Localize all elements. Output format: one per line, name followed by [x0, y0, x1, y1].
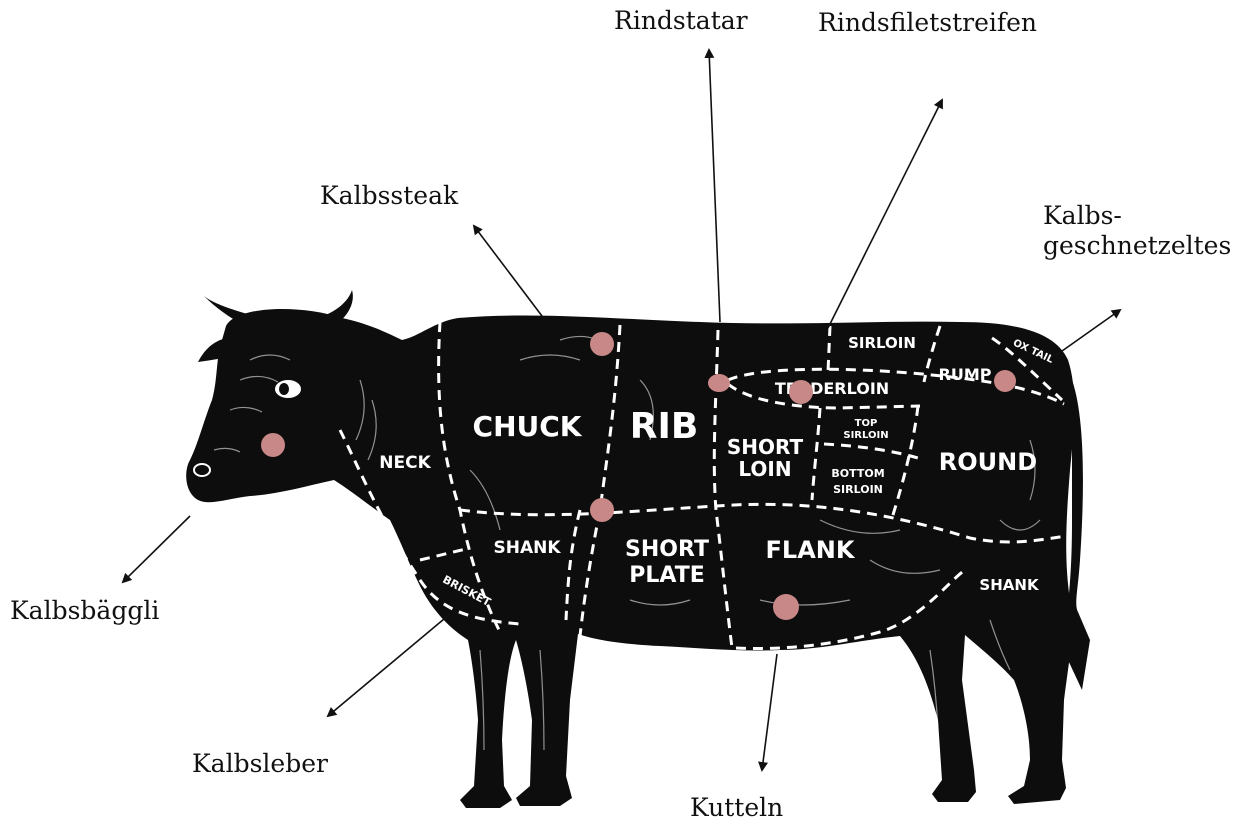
arrow-kalbsleber [328, 614, 450, 716]
label-kutteln: Kutteln [690, 793, 783, 823]
arrow-kalbssteak [474, 226, 545, 320]
cut-shank-rear: SHANK [979, 576, 1040, 594]
arrow-kutteln [762, 654, 777, 770]
cut-bottom-sirloin-line1: BOTTOM [831, 467, 884, 480]
arrow-kalbsgeschnetzeltes [1055, 310, 1120, 356]
cut-short-plate-line1: SHORT [625, 537, 709, 562]
marker-flank [773, 594, 799, 620]
label-kalbsgeschnetzeltes-line1: Kalbs- [1043, 201, 1231, 231]
label-kalbssteak: Kalbssteak [320, 181, 458, 211]
label-rindsfiletstreifen: Rindsfiletstreifen [818, 8, 1037, 38]
cut-shank-front: SHANK [493, 538, 561, 558]
label-kalbsgeschnetzeltes: Kalbs- geschnetzeltes [1043, 201, 1231, 261]
cut-rump: RUMP [939, 365, 992, 384]
label-kalbsgeschnetzeltes-line2: geschnetzeltes [1043, 231, 1231, 261]
cut-sirloin: SIRLOIN [848, 334, 916, 352]
cut-top-sirloin-line1: TOP [855, 418, 878, 429]
marker-rib-loin [708, 374, 730, 392]
arrow-rindsfiletstreifen [828, 100, 942, 328]
cut-top-sirloin-line2: SIRLOIN [843, 430, 888, 441]
cut-round: ROUND [939, 448, 1037, 476]
cut-short-loin-line1: SHORT [727, 435, 804, 459]
marker-chuck-mid [590, 498, 614, 522]
cut-flank: FLANK [766, 536, 856, 564]
cut-neck: NECK [379, 453, 431, 473]
marker-cheek [261, 433, 285, 457]
cow-eye [275, 380, 301, 398]
arrow-rindstatar [709, 50, 720, 322]
cut-short-plate-line2: PLATE [629, 563, 705, 588]
marker-tenderloin [789, 380, 813, 404]
label-kalbsbaeggli: Kalbsbäggli [10, 596, 159, 626]
label-kalbsleber: Kalbsleber [192, 749, 328, 779]
cut-chuck: CHUCK [473, 410, 583, 443]
marker-chuck-top [590, 332, 614, 356]
marker-rump [994, 370, 1016, 392]
cut-short-loin-line2: LOIN [738, 457, 791, 481]
cut-bottom-sirloin-line2: SIRLOIN [833, 483, 883, 496]
arrow-kalbsbaeggli [123, 516, 190, 582]
cut-rib: RIB [630, 406, 699, 447]
label-rindstatar: Rindstatar [614, 6, 748, 36]
